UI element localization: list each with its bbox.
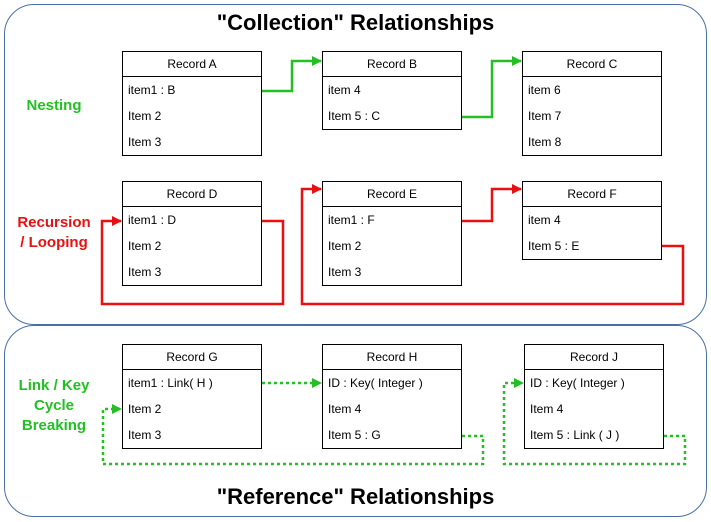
record-b-title: Record B [323, 52, 461, 77]
record-h-item: Item 4 [328, 402, 362, 416]
record-g-item: item1 : Link( H ) [128, 376, 213, 390]
nesting-label: Nesting [26, 97, 82, 114]
record-j: Record J ID : Key( Integer ) Item 4 Item… [524, 344, 664, 449]
record-j-title: Record J [525, 345, 663, 370]
record-d-item: Item 2 [128, 239, 162, 253]
record-c-item: Item 7 [528, 109, 562, 123]
nesting-arrow-b-to-c [462, 56, 522, 119]
record-d-item: Item 3 [128, 265, 162, 279]
recursion-label-line-1: Recursion [17, 214, 91, 231]
recursion-arrow-e-to-f [462, 184, 522, 223]
record-j-item: Item 4 [530, 402, 564, 416]
link-arrow-h-to-g [101, 404, 485, 466]
link-label: Link / Key Cycle Breaking [8, 376, 100, 436]
record-c: Record C item 6 Item 7 Item 8 [522, 51, 662, 156]
record-d-item: item1 : D [128, 213, 177, 227]
record-a: Record A item1 : B Item 2 Item 3 [122, 51, 262, 156]
record-e-title: Record E [323, 182, 461, 207]
record-f: Record F item 4 Item 5 : E [522, 181, 662, 260]
record-e-item: item1 : F [328, 213, 375, 227]
link-label-line-2: Cycle [33, 397, 75, 414]
record-h-title: Record H [323, 345, 461, 370]
record-g-item: Item 2 [128, 402, 162, 416]
recursion-arrow-f-to-e [300, 184, 685, 306]
collection-title: "Collection" Relationships [216, 10, 495, 35]
record-a-item: Item 2 [128, 109, 162, 123]
record-f-title: Record F [523, 182, 661, 207]
record-e-item: Item 2 [328, 239, 362, 253]
record-a-item: item1 : B [128, 83, 176, 97]
record-d-title: Record D [123, 182, 261, 207]
record-b: Record B item 4 Item 5 : C [322, 51, 462, 130]
recursion-label: Recursion / Looping [8, 213, 100, 253]
record-j-item: Item 5 : Link ( J ) [530, 428, 620, 442]
link-label-line-3: Breaking [21, 417, 87, 434]
record-c-item: Item 8 [528, 135, 562, 149]
record-j-item: ID : Key( Integer ) [530, 376, 625, 390]
record-g-title: Record G [123, 345, 261, 370]
record-g-item: Item 3 [128, 428, 162, 442]
record-c-title: Record C [523, 52, 661, 77]
nesting-arrow-a-to-b [262, 56, 322, 93]
record-f-item: item 4 [528, 213, 561, 227]
record-a-title: Record A [123, 52, 261, 77]
record-e-item: Item 3 [328, 265, 362, 279]
record-g: Record G item1 : Link( H ) Item 2 Item 3 [122, 344, 262, 449]
record-h: Record H ID : Key( Integer ) Item 4 Item… [322, 344, 462, 449]
record-a-item: Item 3 [128, 135, 162, 149]
link-label-line-1: Link / Key [18, 377, 90, 394]
record-d: Record D item1 : D Item 2 Item 3 [122, 181, 262, 286]
record-f-item: Item 5 : E [528, 239, 580, 253]
record-b-item: item 4 [328, 83, 361, 97]
link-arrow-j-to-j [502, 378, 687, 466]
record-h-item: ID : Key( Integer ) [328, 376, 423, 390]
record-c-item: item 6 [528, 83, 561, 97]
recursion-label-line-2: / Looping [20, 234, 88, 251]
record-b-item: Item 5 : C [328, 109, 381, 123]
record-h-item: Item 5 : G [328, 428, 381, 442]
reference-title: "Reference" Relationships [216, 484, 495, 509]
record-e: Record E item1 : F Item 2 Item 3 [322, 181, 462, 286]
recursion-loop-d [100, 216, 285, 306]
